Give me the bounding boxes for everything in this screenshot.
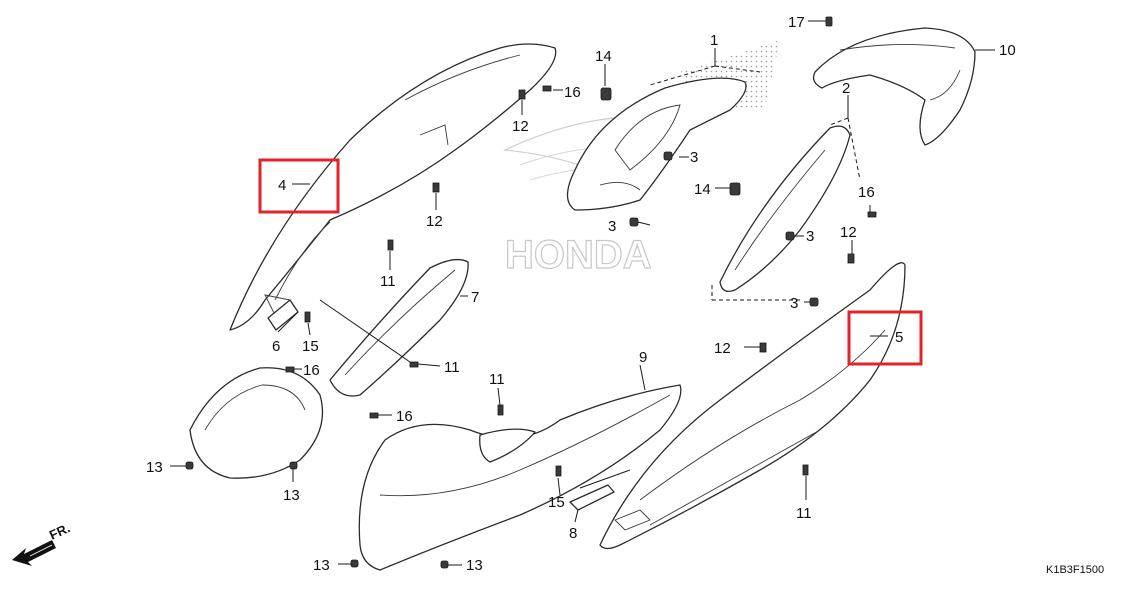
part-7-inner-cover: [329, 258, 469, 397]
front-direction-label: FR.: [47, 520, 72, 542]
lower-left-floor-cover: [189, 367, 324, 479]
callout-3: 3: [790, 295, 798, 312]
callout-2: 2: [842, 80, 850, 97]
callout-13: 13: [466, 557, 483, 574]
callout-11: 11: [796, 505, 812, 522]
callout-13: 13: [283, 487, 300, 504]
callout-12: 12: [840, 224, 857, 241]
callout-16: 16: [564, 84, 581, 101]
callout-11: 11: [380, 273, 396, 290]
callout-3: 3: [608, 218, 616, 235]
callout-3: 3: [806, 228, 814, 245]
part-6-bracket: [267, 299, 299, 331]
callout-10: 10: [999, 42, 1016, 59]
front-direction-arrow: [12, 540, 56, 566]
highlight-box-part-4: [258, 158, 340, 214]
callout-15: 15: [302, 338, 319, 355]
callout-11: 11: [444, 359, 460, 376]
fastener-symbols: [185, 16, 877, 569]
part-10-rear-cover: [812, 27, 976, 146]
callout-3: 3: [690, 149, 698, 166]
part-8-clip: [569, 484, 615, 511]
part-2-rear-grip-panel: [719, 125, 851, 293]
callout-6: 6: [272, 338, 280, 355]
callout-4: 4: [278, 177, 286, 194]
callout-16: 16: [858, 184, 875, 201]
callout-7: 7: [471, 289, 479, 306]
callout-14: 14: [694, 181, 711, 198]
callout-12: 12: [512, 118, 529, 135]
honda-text-watermark: HONDA: [505, 233, 652, 277]
part-1-center-cover: [566, 40, 780, 211]
part-9-lower-side-panel: [358, 384, 682, 571]
callout-numbers: 1 2 3 3 3 3 4 5 6 7 8 9 10 11 11 11 11 1…: [146, 14, 1016, 574]
callout-8: 8: [569, 525, 577, 542]
highlight-box-part-5: [847, 310, 923, 366]
leader-lines: [170, 20, 995, 566]
callout-13: 13: [146, 459, 163, 476]
callout-5: 5: [895, 329, 903, 346]
callout-1: 1: [710, 32, 718, 49]
callout-16: 16: [303, 362, 320, 379]
callout-12: 12: [714, 340, 731, 357]
callout-14: 14: [595, 48, 612, 65]
callout-11: 11: [489, 371, 505, 388]
callout-16: 16: [396, 408, 413, 425]
callout-13: 13: [313, 557, 330, 574]
callout-17: 17: [788, 14, 805, 31]
callout-12: 12: [426, 213, 443, 230]
callout-9: 9: [639, 349, 647, 366]
part-4-left-body-cover: [229, 43, 557, 331]
figure-code: K1B3F1500: [1046, 564, 1104, 576]
callout-15: 15: [548, 494, 565, 511]
